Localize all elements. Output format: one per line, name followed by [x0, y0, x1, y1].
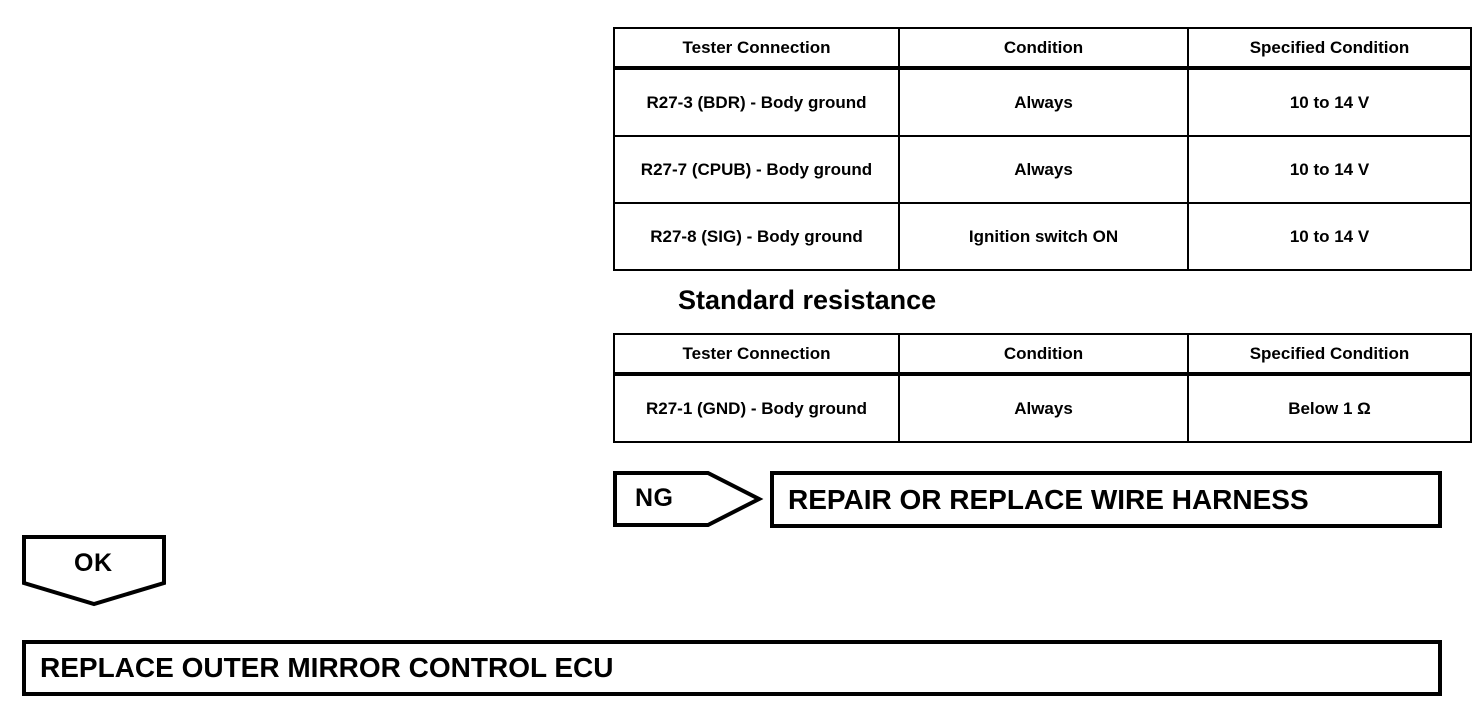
cell-specified-condition: 10 to 14 V — [1187, 202, 1472, 271]
table-header-row: Tester Connection Condition Specified Co… — [613, 27, 1472, 68]
repair-harness-box: REPAIR OR REPLACE WIRE HARNESS — [770, 471, 1442, 528]
cell-specified-condition: 10 to 14 V — [1187, 68, 1472, 137]
column-header-tester-connection: Tester Connection — [613, 27, 900, 68]
replace-ecu-box: REPLACE OUTER MIRROR CONTROL ECU — [22, 640, 1442, 696]
standard-voltage-table: Tester Connection Condition Specified Co… — [613, 27, 1472, 271]
header-rule-cell-1 — [613, 66, 900, 69]
column-header-condition: Condition — [898, 27, 1189, 68]
cell-condition: Always — [898, 68, 1189, 137]
header-double-rule — [613, 372, 1472, 375]
table-row: R27-7 (CPUB) - Body ground Always 10 to … — [613, 135, 1472, 204]
ng-label: NG — [635, 484, 674, 512]
ok-arrow-shape — [22, 535, 166, 607]
arrow-down-icon — [22, 535, 166, 607]
cell-specified-condition: 10 to 14 V — [1187, 135, 1472, 204]
standard-resistance-heading: Standard resistance — [678, 285, 937, 315]
cell-condition: Always — [898, 135, 1189, 204]
header-rule-cell-1 — [613, 372, 900, 375]
repair-harness-text: REPAIR OR REPLACE WIRE HARNESS — [788, 483, 1309, 515]
column-header-specified-condition: Specified Condition — [1187, 27, 1472, 68]
column-header-condition: Condition — [898, 333, 1189, 374]
cell-tester-connection: R27-3 (BDR) - Body ground — [613, 68, 900, 137]
standard-resistance-table: Tester Connection Condition Specified Co… — [613, 333, 1472, 443]
replace-ecu-text: REPLACE OUTER MIRROR CONTROL ECU — [40, 652, 614, 683]
cell-specified-condition: Below 1 Ω — [1187, 374, 1472, 443]
cell-condition: Always — [898, 374, 1189, 443]
table-row: R27-1 (GND) - Body ground Always Below 1… — [613, 374, 1472, 443]
arrow-right-icon — [613, 471, 764, 527]
table-header-row: Tester Connection Condition Specified Co… — [613, 333, 1472, 374]
column-header-specified-condition: Specified Condition — [1187, 333, 1472, 374]
column-header-tester-connection: Tester Connection — [613, 333, 900, 374]
table-row: R27-3 (BDR) - Body ground Always 10 to 1… — [613, 68, 1472, 137]
ng-arrow-shape — [613, 471, 764, 527]
cell-condition: Ignition switch ON — [898, 202, 1189, 271]
cell-tester-connection: R27-1 (GND) - Body ground — [613, 374, 900, 443]
cell-tester-connection: R27-7 (CPUB) - Body ground — [613, 135, 900, 204]
header-rule-cell-3 — [1187, 372, 1472, 375]
cell-tester-connection: R27-8 (SIG) - Body ground — [613, 202, 900, 271]
header-rule-cell-2 — [898, 372, 1189, 375]
header-rule-cell-3 — [1187, 66, 1472, 69]
header-double-rule — [613, 66, 1472, 69]
header-rule-cell-2 — [898, 66, 1189, 69]
ok-label: OK — [74, 549, 113, 577]
table-row: R27-8 (SIG) - Body ground Ignition switc… — [613, 202, 1472, 271]
